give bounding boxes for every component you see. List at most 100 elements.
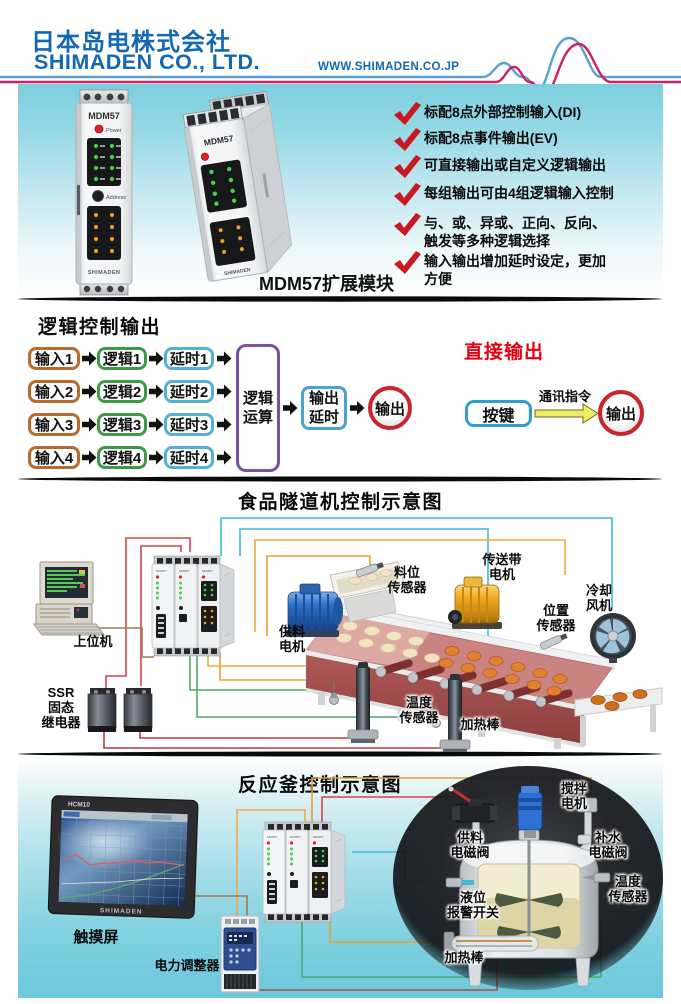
power-regulator-graphic xyxy=(220,915,260,993)
header: 日本岛电株式会社 SHIMADEN CO., LTD. WWW.SHIMADEN… xyxy=(0,0,681,96)
wire-orange-heater xyxy=(329,922,452,943)
label-feed-motor: 供料 电机 xyxy=(278,624,305,654)
product-section: MDM57 Power Address xyxy=(18,84,663,298)
command-label: 通讯指令 xyxy=(538,389,591,404)
wire-orange-levelsensor xyxy=(266,555,371,636)
feature-item: 标配8点事件输出(EV) xyxy=(394,128,674,151)
host-computer xyxy=(33,561,105,636)
delay-box-1: 延时1 xyxy=(164,347,214,370)
wire-teal-fan xyxy=(220,517,613,610)
product-caption: MDM57扩展模块 xyxy=(259,274,395,294)
wire-green-temp1 xyxy=(189,652,328,691)
module-model-text: MDM57 xyxy=(88,111,120,121)
label-host: 上位机 xyxy=(73,634,113,649)
wire-orange-beltmotor xyxy=(254,539,566,632)
wire-red-ssr2 xyxy=(140,545,182,686)
product-photos: MDM57 Power Address xyxy=(75,89,293,296)
module-power-text: Power xyxy=(106,128,122,134)
check-icon xyxy=(394,213,421,236)
temp-probe-1 xyxy=(329,682,339,705)
label-position-sensor: 位置 传感器 xyxy=(536,603,576,633)
divider-1 xyxy=(18,296,662,302)
module-stack-tunnel xyxy=(151,555,235,657)
module-front-photo: MDM57 Power Address xyxy=(75,89,133,296)
module-stack-kettle xyxy=(262,821,346,923)
cooling-fan-graphic xyxy=(590,613,636,663)
label-power-regulator: 电力调整器 xyxy=(154,958,220,973)
output-circle: 输出 xyxy=(368,386,412,430)
label-temp-sensor: 温度 传感器 xyxy=(399,695,439,725)
tunnel-wires xyxy=(98,517,613,749)
feature-item: 与、或、异或、正向、反向、 触发等多种逻辑选择 xyxy=(394,213,674,250)
wire-orange-regulator xyxy=(236,809,306,916)
label-touch-screen: 触摸屏 xyxy=(73,929,119,946)
tunnel-illustration: MDM57MDM57MDM57 xyxy=(33,517,663,752)
company-website: WWW.SHIMADEN.CO.JP xyxy=(318,61,460,73)
label-level-sensor: 料位 传感器 xyxy=(387,565,427,595)
feature-text: 输入输出增加延时设定，更加 方便 xyxy=(424,253,606,287)
check-icon xyxy=(394,251,421,274)
level-switch-graphic xyxy=(445,877,474,888)
hmi-model-text: HCM10 xyxy=(68,801,91,809)
tunnel-title: 食品隧道机控制示意图 xyxy=(238,492,444,513)
delay-box-2: 延时2 xyxy=(164,380,214,403)
module3d-brand-text: SHIMADEN xyxy=(224,267,252,277)
feature-text: 每组输出可由4组逻辑输入控制 xyxy=(424,185,614,201)
direct-title: 直接输出 xyxy=(464,342,545,363)
label-ssr: SSR 固态 继电器 xyxy=(41,685,81,730)
reaction-vessel-scene xyxy=(393,766,663,990)
label-kettle-temp-sensor: 温度 传感器 xyxy=(608,874,648,904)
belt-motor xyxy=(448,576,502,629)
food-items xyxy=(336,621,568,696)
key-button-box: 按键 xyxy=(465,400,532,427)
label-cooling-fan: 冷却 风机 xyxy=(585,583,612,613)
level-sensor-graphic xyxy=(355,562,384,578)
delay-box-4: 延时4 xyxy=(164,446,214,469)
input-box-2: 输入2 xyxy=(28,380,80,403)
logic-title: 逻辑控制输出 xyxy=(38,317,162,338)
label-feed-valve: 供料 电磁阀 xyxy=(450,830,490,860)
flow-arrows xyxy=(82,351,599,465)
feature-item: 标配8点外部控制输入(DI) xyxy=(394,102,674,125)
delay-box-3: 延时3 xyxy=(164,413,214,436)
label-level-switch: 液位 报警开关 xyxy=(446,890,499,920)
command-arrow xyxy=(534,403,599,424)
input-box-1: 输入1 xyxy=(28,347,80,370)
module3d-model-text: MDM57 xyxy=(203,133,234,148)
stir-motor-graphic xyxy=(517,786,543,838)
direct-output-circle: 输出 xyxy=(598,390,644,436)
module-address-text: Address xyxy=(106,195,126,201)
kettle-section: 反应釜控制示意图 xyxy=(18,758,663,998)
wire-red-heater1 xyxy=(139,732,352,739)
logic-box-3: 逻辑3 xyxy=(97,413,147,436)
module-brand-text: SHIMADEN xyxy=(88,270,121,276)
temp-sensor-graphic xyxy=(582,872,611,883)
tunnel-section: 食品隧道机控制示意图 xyxy=(0,482,681,752)
label-kettle-heater: 加热棒 xyxy=(444,950,484,965)
hmi-brand-text: SHIMADEN xyxy=(100,907,143,915)
module-3d-photo: MDM57 SHIMADEN xyxy=(182,90,293,282)
feature-item: 可直接输出或自定义逻辑输出 xyxy=(394,155,674,178)
operation-box: 逻辑 运算 xyxy=(236,344,280,472)
company-name-cn: 日本岛电株式会社 xyxy=(31,29,231,56)
touch-screen-graphic: HCM10 SHIMADEN xyxy=(47,795,199,919)
logic-box-4: 逻辑4 xyxy=(97,446,147,469)
feed-valve-graphic xyxy=(448,786,498,823)
kettle-illustration: HCM10 SHIMADEN xyxy=(47,766,663,993)
kettle-heater-graphic xyxy=(443,931,539,957)
hopper xyxy=(329,561,405,623)
tunnel-machine xyxy=(305,597,663,749)
feature-text: 标配8点事件输出(EV) xyxy=(424,130,558,146)
label-belt-motor: 传送带 电机 xyxy=(482,552,522,582)
feature-item: 输入输出增加延时设定，更加 方便 xyxy=(394,251,674,288)
input-box-4: 输入4 xyxy=(28,446,80,469)
divider-3 xyxy=(18,751,662,757)
feature-text: 标配8点外部控制输入(DI) xyxy=(424,104,582,120)
logic-box-2: 逻辑2 xyxy=(97,380,147,403)
wire-red-heater2 xyxy=(103,732,464,749)
heating-rods xyxy=(347,662,471,752)
input-box-3: 输入3 xyxy=(28,413,80,436)
wire-green-temp2 xyxy=(196,652,430,718)
kettle-title: 反应釜控制示意图 xyxy=(238,775,403,796)
